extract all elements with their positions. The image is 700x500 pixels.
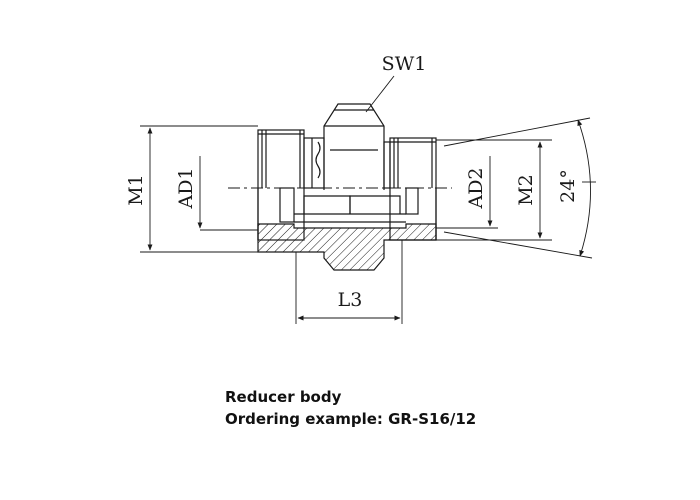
groove-right bbox=[383, 141, 391, 189]
reducer-body-drawing: SW1 M1 AD1 AD2 M2 24° L3 bbox=[125, 53, 596, 324]
angle-label: 24° bbox=[557, 169, 579, 203]
hatched-section bbox=[257, 223, 437, 271]
ad2-dimension bbox=[436, 156, 498, 229]
angle-dimension bbox=[443, 117, 596, 259]
ad1-dimension bbox=[197, 156, 258, 231]
caption-ordering-example: Ordering example: GR-S16/12 bbox=[225, 410, 477, 428]
l3-dimension bbox=[295, 240, 403, 324]
m1-label: M1 bbox=[125, 174, 147, 206]
m2-label: M2 bbox=[515, 174, 537, 206]
ad2-label: AD2 bbox=[465, 167, 487, 209]
m1-dimension bbox=[140, 125, 258, 253]
l3-label: L3 bbox=[338, 289, 363, 311]
caption-title: Reducer body bbox=[225, 388, 342, 406]
hex-body bbox=[323, 103, 385, 190]
groove-left bbox=[303, 137, 325, 189]
sw1-leader bbox=[365, 75, 395, 113]
section-view bbox=[257, 187, 437, 240]
sw1-label: SW1 bbox=[382, 53, 427, 75]
m2-dimension bbox=[436, 139, 552, 241]
ad1-label: AD1 bbox=[175, 167, 197, 209]
